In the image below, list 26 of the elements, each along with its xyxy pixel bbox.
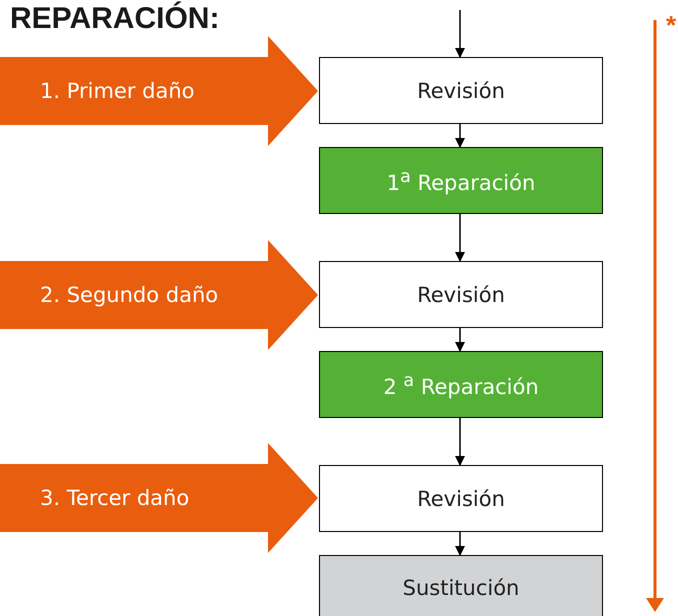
- process-box: [319, 555, 603, 616]
- arrow: [455, 532, 465, 556]
- arrow-label: 1. Primer daño: [40, 79, 195, 103]
- box-label: 1$^{a}$ Reparación: [386, 166, 536, 194]
- box-label: 2 $^{a}$ Reparación: [383, 370, 539, 398]
- arrow: [455, 418, 465, 466]
- footnote-mark: *: [666, 12, 676, 38]
- box-label: Sustitución: [402, 576, 520, 600]
- arrow: [455, 214, 465, 262]
- box-label: Revisión: [417, 282, 505, 306]
- arrow-label: 3. Tercer daño: [40, 486, 190, 510]
- process-box: [319, 261, 603, 328]
- arrow: [455, 124, 465, 148]
- block-arrow: [0, 36, 318, 146]
- title: REPARACIÓN:: [10, 2, 220, 36]
- arrow: [455, 10, 465, 58]
- arrow-label: 2. Segundo daño: [40, 283, 218, 307]
- process-box: [319, 57, 603, 124]
- box-label: Revisión: [417, 486, 505, 510]
- block-arrow: [0, 240, 318, 350]
- repair-box: [319, 351, 603, 418]
- process-box: [319, 465, 603, 532]
- repair-box: [319, 147, 603, 214]
- arrow: [455, 328, 465, 352]
- block-arrow: [0, 443, 318, 553]
- box-label: Revisión: [417, 78, 505, 102]
